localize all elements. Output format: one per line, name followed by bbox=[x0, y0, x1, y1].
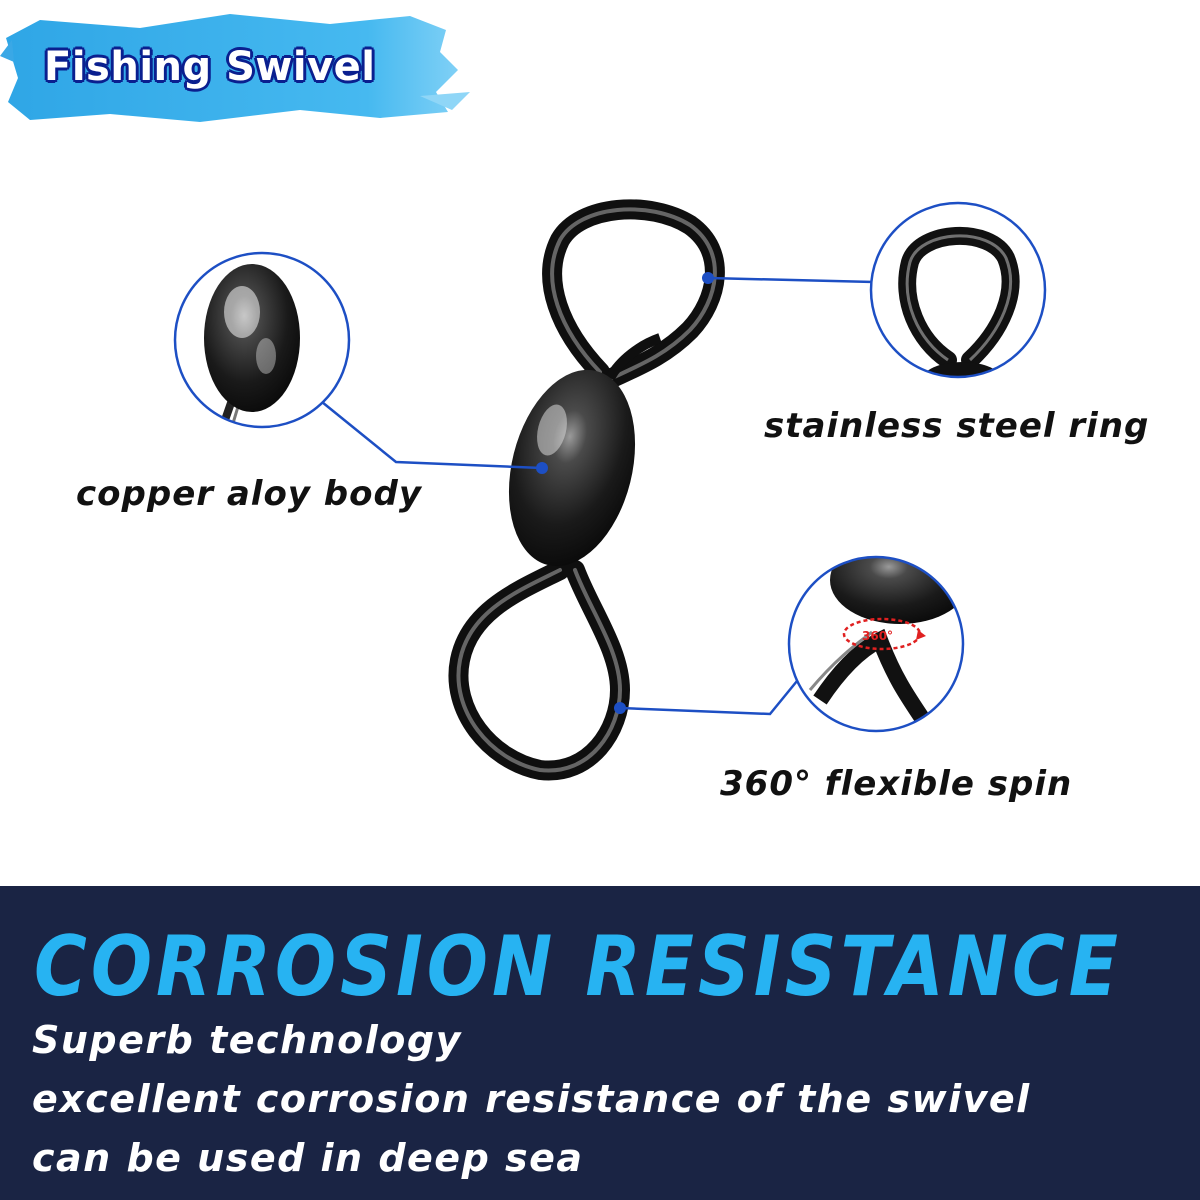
swivel-illustration bbox=[448, 199, 725, 781]
banner-line: can be used in deep sea bbox=[32, 1136, 584, 1180]
rotation-arrow-icon: 360° bbox=[842, 617, 926, 651]
banner-line: excellent corrosion resistance of the sw… bbox=[32, 1077, 1031, 1121]
zoom-spin: 360° bbox=[787, 555, 965, 733]
zoom-ring bbox=[869, 201, 1047, 379]
title-brush-stroke bbox=[0, 14, 470, 122]
spin-badge: 360° bbox=[862, 629, 893, 643]
page-title: Fishing Swivel bbox=[44, 44, 376, 90]
ring-material-label: stainless steel ring bbox=[764, 406, 1150, 446]
banner-heading: CORROSION RESISTANCE bbox=[34, 918, 1122, 1015]
feature-banner bbox=[0, 886, 1200, 1200]
body-material-label: copper aloy body bbox=[76, 474, 423, 514]
zoom-body bbox=[173, 251, 351, 429]
spin-label: 360° flexible spin bbox=[720, 764, 1073, 804]
callout-lines bbox=[321, 276, 875, 716]
banner-line: Superb technology bbox=[32, 1018, 462, 1062]
